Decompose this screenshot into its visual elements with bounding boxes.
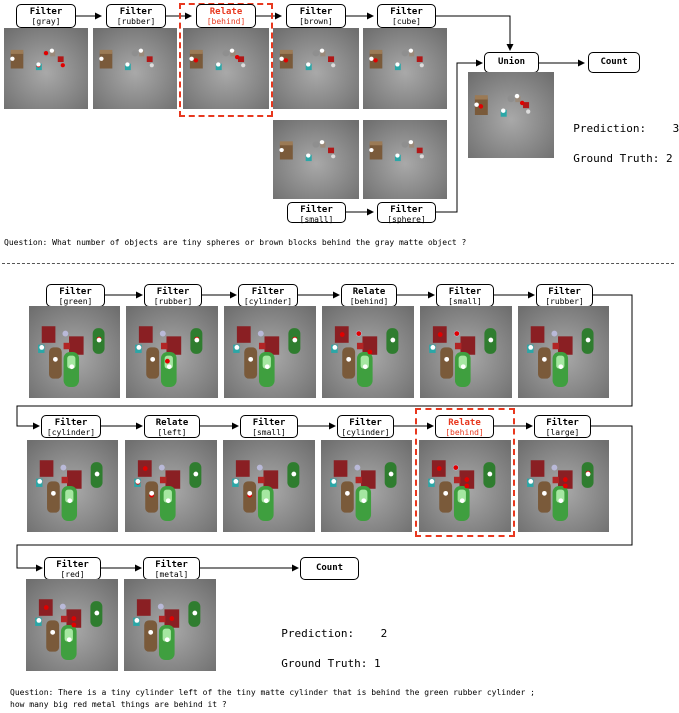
ex2-scene-metal: [124, 579, 216, 671]
ex1-result: Prediction: 3 Ground Truth: 2: [560, 106, 679, 166]
ex1-prediction-value: 3: [672, 122, 679, 135]
ex1-scene-small: [273, 120, 359, 199]
ex2-scene-large: [518, 440, 609, 532]
ex2-node-relate-behind: Relate[behind]: [341, 284, 397, 307]
ex2-node-filter-rubber: Filter[rubber]: [144, 284, 202, 307]
ex1-prediction-label: Prediction:: [573, 122, 647, 135]
ex2-node-filter-red: Filter[red]: [44, 557, 101, 580]
ex2-scene-small-2: [223, 440, 315, 532]
ex2-node-filter-cylinder: Filter[cylinder]: [238, 284, 298, 307]
ex2-scene-relate-behind-2: [419, 440, 511, 532]
ex1-question: Question: What number of objects are tin…: [4, 238, 467, 247]
ex1-node-filter-small: Filter[small]: [287, 202, 346, 224]
ex2-scene-rubber: [126, 306, 218, 398]
ex1-scene-cube: [363, 28, 447, 109]
ex2-node-count: Count: [300, 557, 359, 580]
ex1-node-count: Count: [588, 52, 640, 73]
ex2-node-filter-green: Filter[green]: [46, 284, 105, 307]
ex1-node-relate-behind: Relate[behind]: [196, 4, 256, 28]
highlight-box-relate-behind-2: [415, 408, 515, 537]
ex2-node-filter-cylinder-3: Filter[cylinder]: [337, 415, 394, 438]
ex2-scene-relate-behind: [322, 306, 414, 398]
ex1-node-filter-gray: Filter[gray]: [16, 4, 76, 28]
ex2-node-filter-large: Filter[large]: [534, 415, 591, 438]
ex2-node-filter-rubber-2: Filter[rubber]: [536, 284, 593, 307]
ex2-node-filter-metal: Filter[metal]: [143, 557, 200, 580]
ex2-question-line1: Question: There is a tiny cylinder left …: [10, 688, 535, 697]
ex2-scene-relate-left: [125, 440, 217, 532]
ex1-node-union: Union: [484, 52, 539, 73]
ex2-truth-value: 1: [373, 657, 381, 670]
ex1-node-filter-brown: Filter[brown]: [286, 4, 346, 28]
ex2-node-relate-left: Relate[left]: [144, 415, 200, 438]
ex2-node-filter-small: Filter[small]: [436, 284, 494, 307]
ex2-question-line2: how many big red metal things are behind…: [10, 700, 227, 709]
ex2-node-relate-behind-2: Relate[behind]: [435, 415, 494, 438]
ex2-prediction-value: 2: [380, 627, 388, 640]
ex2-scene-small: [420, 306, 512, 398]
ex1-scene-relate-behind: [183, 28, 269, 109]
ex2-scene-red: [26, 579, 118, 671]
ex1-scene-union: [468, 72, 554, 158]
ex1-truth-label: Ground Truth:: [573, 152, 660, 165]
ex2-node-filter-small-2: Filter[small]: [240, 415, 298, 438]
ex1-truth-value: 2: [665, 152, 673, 165]
ex1-scene-brown: [273, 28, 359, 109]
ex2-scene-cylinder: [224, 306, 316, 398]
ex2-result: Prediction: 2 Ground Truth: 1: [268, 611, 387, 671]
ex2-scene-cylinder-3: [321, 440, 412, 532]
ex1-node-filter-cube: Filter[cube]: [377, 4, 436, 28]
ex2-scene-green: [29, 306, 120, 398]
ex1-node-filter-rubber: Filter[rubber]: [106, 4, 166, 28]
section-divider: [2, 263, 674, 264]
ex1-scene-sphere: [363, 120, 447, 199]
ex1-scene-rubber: [93, 28, 177, 109]
ex1-scene-gray: [4, 28, 88, 109]
ex2-node-filter-cylinder-2: Filter[cylinder]: [41, 415, 101, 438]
ex2-scene-cylinder-2: [27, 440, 118, 532]
ex2-truth-label: Ground Truth:: [281, 657, 368, 670]
ex2-prediction-label: Prediction:: [281, 627, 355, 640]
ex2-scene-rubber-2: [518, 306, 609, 398]
ex1-node-filter-sphere: Filter[sphere]: [377, 202, 436, 224]
